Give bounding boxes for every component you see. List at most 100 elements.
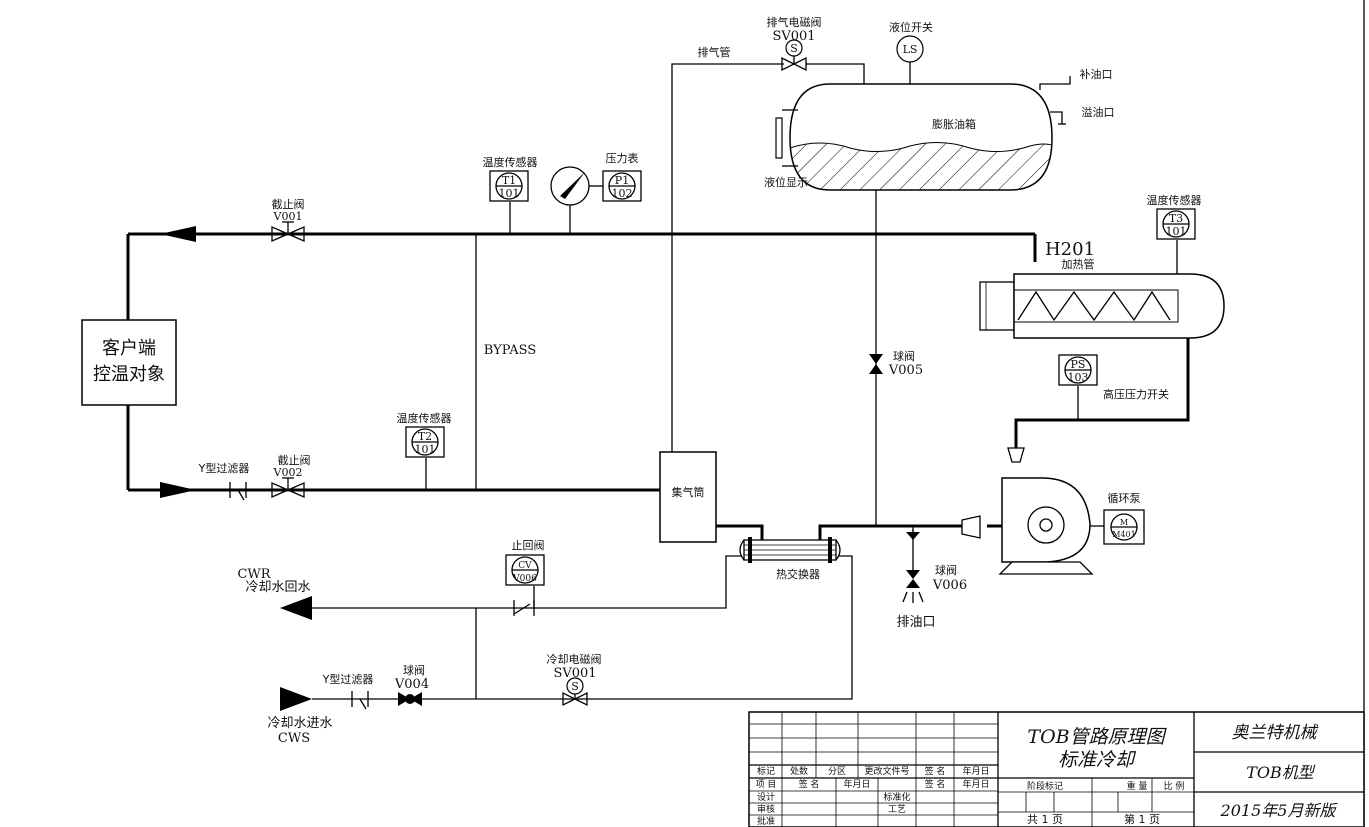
y-strainer-bottom-symbol: [351, 691, 369, 710]
t3-id: T3: [1169, 212, 1183, 225]
level-display-label: 液位显示: [764, 175, 808, 189]
ps-instrument: [1058, 354, 1098, 386]
tb-r2-item: 项 目: [756, 779, 777, 790]
drain-label: 排油口: [896, 615, 935, 630]
collector-label: 集气筒: [672, 485, 705, 499]
cws-code: CWS: [278, 731, 310, 746]
cwr-arrow: [280, 596, 312, 620]
ps-id: PS: [1071, 358, 1086, 371]
heater-name: 加热管: [1062, 257, 1095, 271]
level-switch-name: 液位开关: [889, 20, 933, 34]
tb-weight: 重 量: [1127, 780, 1148, 792]
p1-instrument: [589, 170, 642, 202]
overflow-port-label: 溢油口: [1082, 105, 1115, 119]
tb-r2-date2: 年月日: [962, 778, 989, 790]
t2-name: 温度传感器: [397, 411, 452, 425]
expansion-tank: [775, 76, 1071, 191]
tb-scale: 比 例: [1164, 780, 1185, 792]
t3-num: 101: [1166, 225, 1187, 238]
v005-name: 球阀: [893, 349, 915, 363]
tb-h-sign: 签 名: [925, 765, 946, 777]
heat-exchanger: [739, 537, 841, 563]
sv-top-symbol: S: [790, 42, 798, 55]
p1-id: P1: [615, 174, 629, 187]
cwr-name: 冷却水回水: [245, 580, 310, 595]
tb-h-zone: 分区: [828, 766, 846, 777]
t1-name: 温度传感器: [483, 155, 538, 169]
tb-company: 奥兰特机械: [1232, 723, 1319, 743]
supply-flow-arrow: [160, 226, 196, 242]
t3-instrument: [1156, 208, 1196, 240]
tb-model: TOB机型: [1246, 763, 1316, 782]
pressure-gauge: [550, 166, 590, 206]
tb-r2-sign2: 签 名: [925, 778, 946, 790]
cv-tag: V006: [512, 574, 537, 584]
t1-id: T1: [502, 174, 516, 187]
t2-num: 101: [415, 443, 436, 456]
tb-edition: 2015年5月新版: [1220, 801, 1339, 820]
tank-label: 膨胀油箱: [932, 117, 976, 131]
flow-arrows: [160, 226, 312, 711]
cws-arrow: [280, 687, 312, 711]
sv-top-name: 排气电磁阀: [767, 15, 822, 29]
return-flow-arrow: [160, 482, 196, 498]
client-label-1: 客户端: [102, 338, 156, 359]
tb-design: 设计: [757, 791, 775, 803]
y-strainer-top-symbol: [229, 482, 247, 501]
sv-bottom-name: 冷却电磁阀: [547, 652, 602, 666]
main-pipes: [126, 63, 1190, 700]
cv-name: 止回阀: [512, 538, 545, 552]
t2-instrument: [405, 426, 445, 458]
p1-num: 102: [612, 187, 633, 200]
tb-h-mark: 标记: [757, 765, 775, 777]
valve-v001: [271, 221, 305, 242]
tb-title-2: 标准冷却: [1058, 749, 1137, 771]
t1-instrument: [489, 170, 529, 202]
v004-name: 球阀: [403, 663, 425, 677]
valve-v002: [271, 477, 305, 498]
pump-motor-tag: M401: [1112, 530, 1135, 539]
sv-bottom-symbol: S: [571, 680, 579, 693]
sv-top-valve: [781, 39, 807, 72]
v006-tag: V006: [932, 578, 967, 593]
title-block: [748, 711, 1365, 827]
ps-name: 高压压力开关: [1103, 387, 1169, 401]
sv-bottom-tag: SV001: [553, 666, 596, 681]
cv-instrument: [505, 554, 545, 616]
pump-motor: M: [1120, 518, 1128, 527]
v005-tag: V005: [888, 363, 923, 378]
tb-standard: 标准化: [883, 791, 910, 803]
hx-label: 热交换器: [776, 567, 820, 581]
valve-v006: [902, 530, 924, 603]
tb-h-docno: 更改文件号: [864, 765, 909, 777]
cws-name: 冷却水进水: [267, 716, 332, 731]
v001-tag: V001: [273, 210, 303, 223]
t2-id: T2: [418, 430, 432, 443]
circulation-pump: [961, 447, 1145, 575]
p1-name: 压力表: [606, 151, 639, 165]
exhaust-pipe-label: 排气管: [698, 45, 731, 59]
tb-process: 工艺: [888, 804, 906, 815]
v004-tag: V004: [394, 677, 429, 692]
tb-h-date: 年月日: [962, 765, 989, 777]
level-switch-symbol: LS: [903, 43, 918, 56]
v006-name: 球阀: [935, 563, 957, 577]
fill-port-label: 补油口: [1080, 67, 1113, 81]
bypass-label: BYPASS: [484, 343, 536, 358]
tb-h-count: 处数: [790, 765, 808, 777]
tb-stage: 阶段标记: [1027, 780, 1063, 792]
tb-r2-sign: 签 名: [799, 778, 820, 790]
client-label-2: 控温对象: [93, 364, 165, 385]
t3-name: 温度传感器: [1147, 193, 1202, 207]
heater-id: H201: [1045, 239, 1095, 260]
t1-num: 101: [499, 187, 520, 200]
tb-total: 共 1 页: [1027, 813, 1063, 826]
valve-v005: [869, 354, 883, 374]
valve-v004: [398, 692, 422, 706]
collector-box: [659, 451, 717, 543]
ps-num: 103: [1068, 371, 1089, 384]
cv-id: CV: [518, 561, 532, 571]
tb-title-1: TOB管路原理图: [1027, 726, 1167, 748]
tb-r2-date: 年月日: [843, 778, 870, 790]
